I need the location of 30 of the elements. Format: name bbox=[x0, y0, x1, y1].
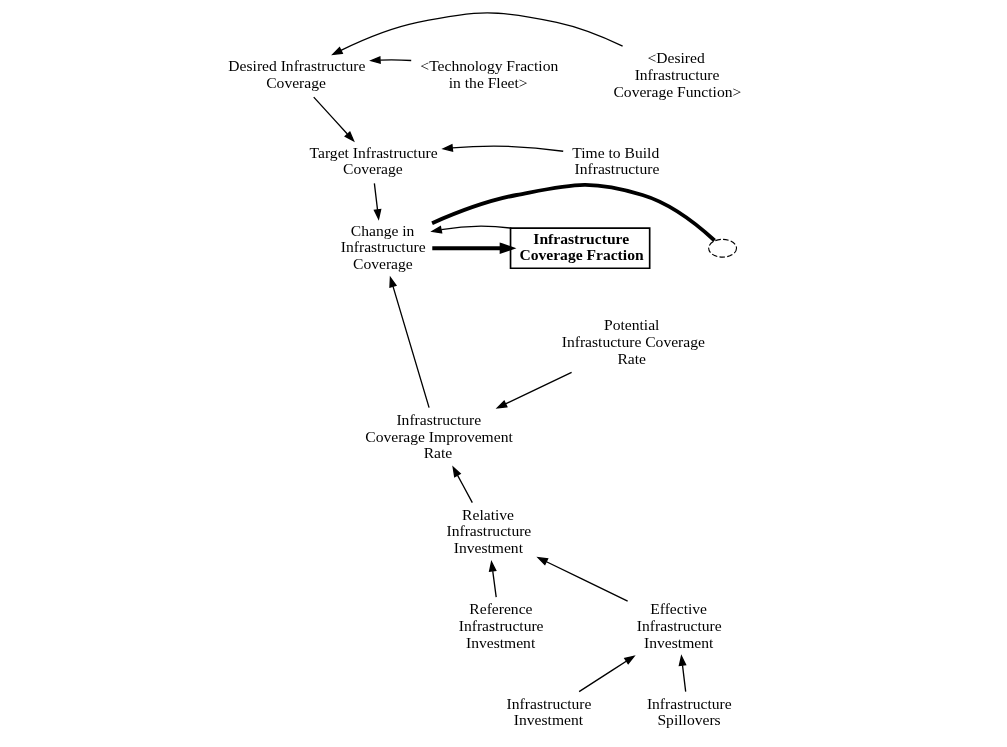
node-text: Reference Infrastructure Investment bbox=[458, 600, 544, 651]
arrow bbox=[430, 225, 513, 234]
node-text: Change in Infrastructure Coverage bbox=[340, 221, 426, 273]
arrow bbox=[536, 556, 629, 602]
arrow bbox=[441, 143, 564, 152]
arrow bbox=[373, 182, 382, 221]
connector bbox=[431, 183, 716, 242]
node-text: Infrastructure Coverage Improvement Rate bbox=[365, 410, 513, 462]
node-text: Relative Infrastructure Investment bbox=[446, 505, 532, 556]
node-text: Infrastructure Spillovers bbox=[646, 694, 732, 729]
node-text: Desired Infrastructure Coverage bbox=[228, 57, 366, 92]
node-text: Infrastructure Investment bbox=[506, 694, 592, 729]
node-text: <Technology Fraction in the Fleet> bbox=[420, 57, 559, 92]
arrow bbox=[369, 56, 412, 65]
node-text: <Desired Infrastructure Coverage Function> bbox=[613, 49, 742, 100]
node-text: Time to Build Infrastructure bbox=[572, 143, 660, 178]
node-text: Potential Infrastucture Coverage Rate bbox=[561, 316, 705, 367]
node-cloud bbox=[708, 238, 738, 258]
node-text: Target Infrastructure Coverage bbox=[309, 143, 438, 178]
arrow bbox=[432, 242, 517, 255]
arrow bbox=[313, 96, 355, 143]
node-box: Infrastructure Coverage Fraction bbox=[509, 227, 651, 270]
arrow bbox=[452, 465, 473, 504]
arrow bbox=[389, 275, 430, 409]
arrow bbox=[495, 371, 573, 409]
arrow bbox=[488, 559, 497, 598]
node-text: Effective Infrastructure Investment bbox=[636, 600, 722, 651]
arrow bbox=[331, 12, 624, 56]
arrow bbox=[678, 654, 687, 693]
arrow bbox=[578, 655, 636, 693]
